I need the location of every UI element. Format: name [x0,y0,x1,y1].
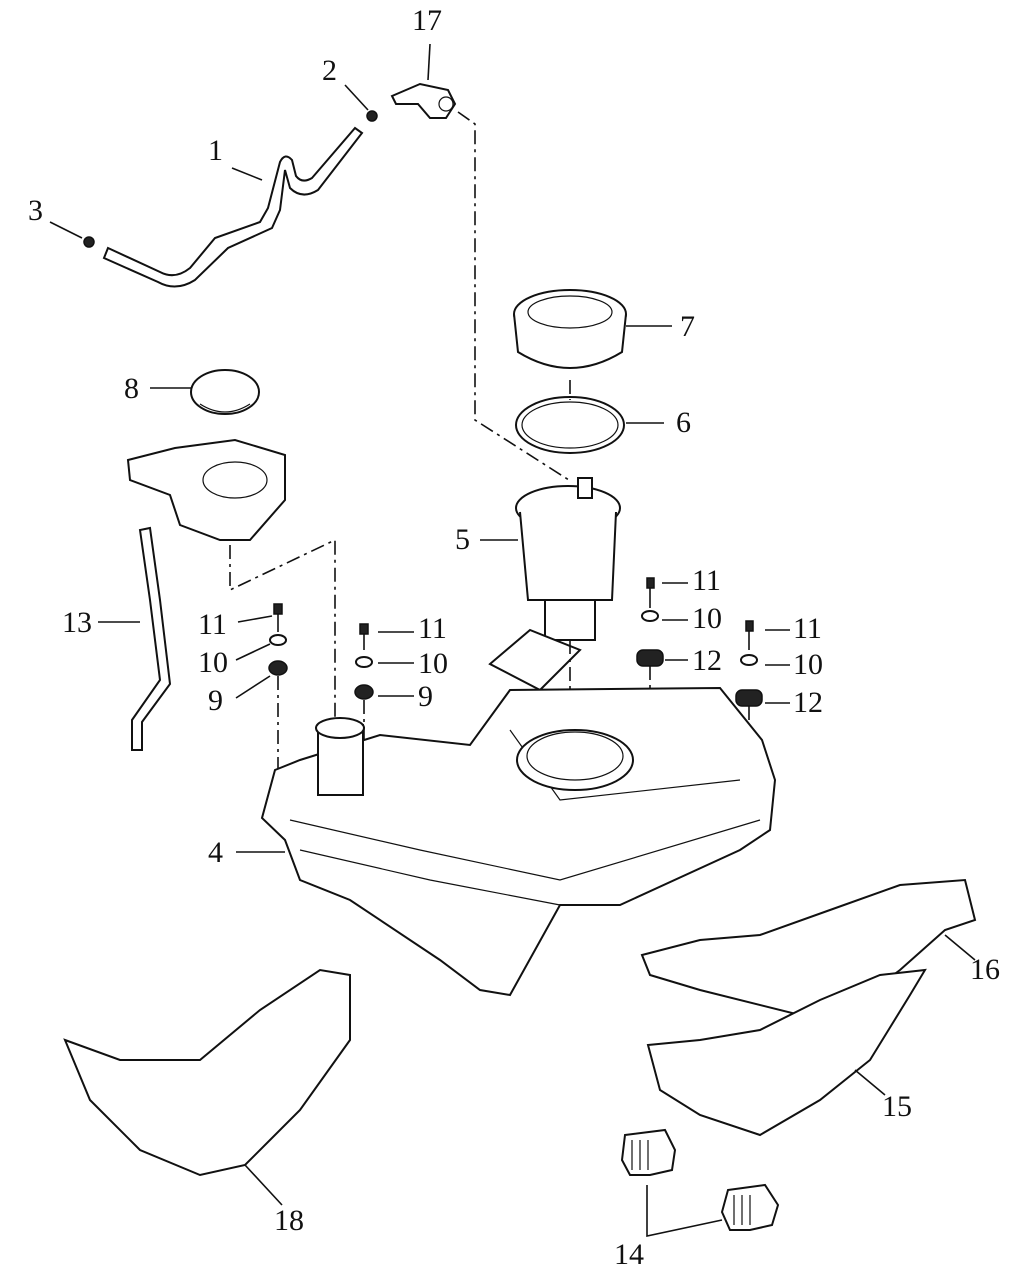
callout-4: 4 [208,836,223,869]
callout-13: 13 [62,606,92,639]
part-fuel-tank [260,686,777,997]
callout-1: 1 [208,134,223,167]
callout-12b: 12 [793,686,823,719]
callout-14: 14 [614,1238,644,1271]
callout-5: 5 [455,523,470,556]
part-retaining-ring [513,289,627,369]
callout-11c: 11 [692,564,721,597]
callout-10b: 10 [418,647,448,680]
callout-7: 7 [680,310,695,343]
fastener-stack-right1 [636,577,664,700]
callout-8: 8 [124,372,139,405]
part-fuel-pump [488,477,621,692]
leader-lines [49,43,976,1206]
part-insulator-pad-16 [640,878,977,1017]
callout-17: 17 [412,4,442,37]
callout-18: 18 [274,1204,304,1237]
part-breather-hose [102,126,364,288]
callout-11b: 11 [418,612,447,645]
callout-9b: 9 [418,680,433,713]
fastener-stack-left [268,603,288,790]
callout-9a: 9 [208,684,223,717]
part-drain-hose [131,526,172,751]
part-insulator-pad-18 [63,968,351,1177]
part-filler-neck [126,438,286,541]
callout-11a: 11 [198,608,227,641]
part-o-ring [515,396,625,454]
callout-12a: 12 [692,644,722,677]
part-insulator-pad-15 [646,968,927,1137]
part-fuel-cap [190,369,260,415]
callout-16: 16 [970,953,1000,986]
callout-10c: 10 [692,602,722,635]
callout-6: 6 [676,406,691,439]
callout-15: 15 [882,1090,912,1123]
callout-11d: 11 [793,612,822,645]
part-clips [620,1128,780,1237]
part-clamp-2 [366,110,378,122]
callout-2: 2 [322,54,337,87]
callout-10d: 10 [793,648,823,681]
callout-3: 3 [28,194,43,227]
part-clamp-3 [83,236,95,248]
part-quick-connector [390,82,457,119]
callout-10a: 10 [198,646,228,679]
